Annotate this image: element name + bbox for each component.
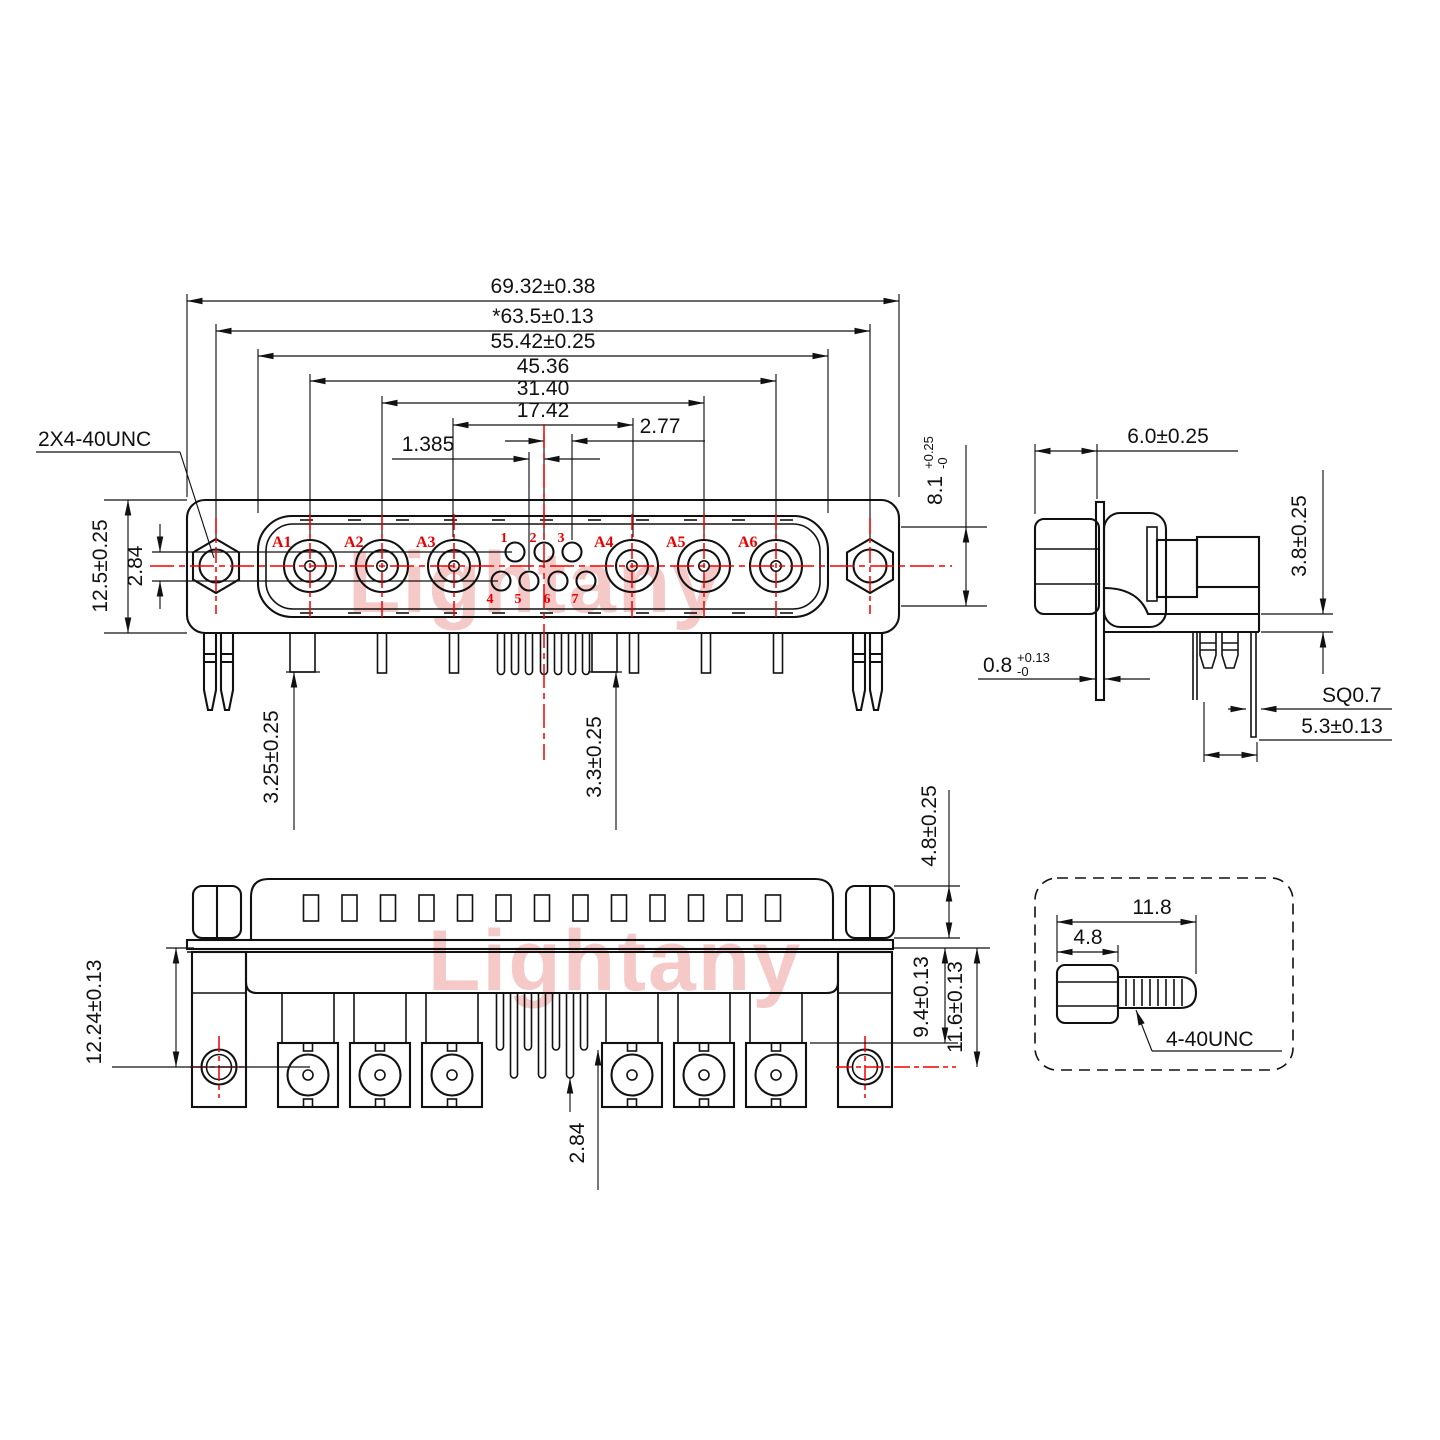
dim-0-8-tol-plus: +0.13 xyxy=(1017,650,1050,665)
pin-number-3: 3 xyxy=(558,531,565,546)
coax-label-a4: A4 xyxy=(594,534,614,551)
screw-thread-label: 4-40UNC xyxy=(1166,1028,1254,1051)
front-view: 69.32±0.38 *63.5±0.13 55.42±0.25 45.36 3… xyxy=(36,275,987,830)
watermark-text-bottom: Lightany xyxy=(428,913,802,1009)
dim-screw-length: 11.8 xyxy=(1132,896,1171,919)
coax-module-a3 xyxy=(420,1041,484,1109)
standoff-left xyxy=(191,884,243,940)
pin-number-7: 7 xyxy=(572,592,579,607)
dim-bottom-9-4: 9.4±0.13 xyxy=(910,956,933,1038)
dim-flange-height: 12.5±0.25 xyxy=(89,519,112,612)
dim-screw-head: 4.8 xyxy=(1073,926,1102,949)
dim-coax-span-center: 17.42 xyxy=(517,399,570,422)
coax-label-a5: A5 xyxy=(666,534,686,551)
bottom-view: 12.24±0.13 4.8±0.25 9.4±0.13 11.6±0.13 2… xyxy=(83,785,990,1190)
dim-8-1: 8.1 xyxy=(924,476,947,505)
dim-8-1-group: 8.1 +0.25 -0 xyxy=(921,436,950,505)
shell-ticks xyxy=(300,519,793,614)
dim-bottom-4-8: 4.8±0.25 xyxy=(918,785,941,867)
side-dimension-lines xyxy=(978,444,1392,762)
bottom-dimension-lines xyxy=(112,790,990,1190)
front-mounting-legs xyxy=(202,631,884,712)
side-body xyxy=(1033,500,1261,738)
front-dimension-lines xyxy=(36,294,987,830)
dim-side-3-8: 3.8±0.25 xyxy=(1288,495,1311,577)
pin-number-2: 2 xyxy=(530,531,537,546)
contact-slots xyxy=(302,894,782,922)
pin-number-6: 6 xyxy=(544,592,551,607)
coax-module-a5 xyxy=(672,1041,736,1109)
dim-row-spacing: 2.84 xyxy=(124,545,147,586)
dim-shell-width: 55.42±0.25 xyxy=(491,330,596,353)
coax-module-a6 xyxy=(744,1041,808,1109)
coax-module-a1 xyxy=(276,1041,340,1109)
dim-bottom-11-6: 11.6±0.13 xyxy=(944,961,967,1053)
dim-coax-span: 45.36 xyxy=(517,355,570,378)
side-mounting-feet xyxy=(1192,632,1257,738)
dim-pin-half-pitch: 1.385 xyxy=(402,433,455,456)
dim-leg-left: 3.25±0.25 xyxy=(260,710,283,803)
coax-label-a2: A2 xyxy=(344,534,364,551)
dim-0-8-group: 0.8 +0.13 -0 xyxy=(983,650,1050,679)
bottom-body xyxy=(185,877,896,1109)
front-centerlines xyxy=(150,424,952,760)
signal-pins xyxy=(490,541,597,592)
dim-screwlock-span: *63.5±0.13 xyxy=(492,305,593,328)
standoff-right xyxy=(844,884,896,940)
dim-8-1-tol-plus: +0.25 xyxy=(921,436,936,469)
dim-bottom-2-84: 2.84 xyxy=(566,1122,589,1163)
dim-side-5-3: 5.3±0.13 xyxy=(1301,715,1383,738)
dim-8-1-tol-minus: -0 xyxy=(935,457,950,469)
dim-pin-pitch: 2.77 xyxy=(640,415,681,438)
coax-label-a3: A3 xyxy=(416,534,436,551)
screw-dimension-lines xyxy=(1056,915,1282,1052)
screw-detail: 11.8 4.8 4-40UNC xyxy=(1034,877,1294,1071)
coax-module-a4 xyxy=(600,1041,664,1109)
coax-module-a2 xyxy=(348,1041,412,1109)
side-view: 6.0±0.25 3.8±0.25 0.8 +0.13 -0 SQ0.7 5.3… xyxy=(978,425,1392,762)
dim-coax-span-inner: 31.40 xyxy=(517,377,570,400)
pin-number-5: 5 xyxy=(515,592,522,607)
dim-0-8-tol-minus: -0 xyxy=(1017,664,1029,679)
coax-label-a6: A6 xyxy=(738,534,758,551)
dim-overall-width: 69.32±0.38 xyxy=(491,275,596,298)
screw-body xyxy=(1055,963,1198,1025)
front-thread-label: 2X4-40UNC xyxy=(38,428,151,451)
dim-0-8: 0.8 xyxy=(983,654,1012,677)
dim-square-pin: SQ0.7 xyxy=(1322,684,1382,707)
pin-number-4: 4 xyxy=(487,592,494,607)
dim-leg-right: 3.3±0.25 xyxy=(583,716,606,798)
dim-side-width: 6.0±0.25 xyxy=(1127,425,1209,448)
coax-label-a1: A1 xyxy=(272,534,292,551)
dim-bottom-12-24: 12.24±0.13 xyxy=(83,960,106,1065)
thread-lines xyxy=(1125,979,1183,1006)
pin-number-1: 1 xyxy=(501,531,508,546)
